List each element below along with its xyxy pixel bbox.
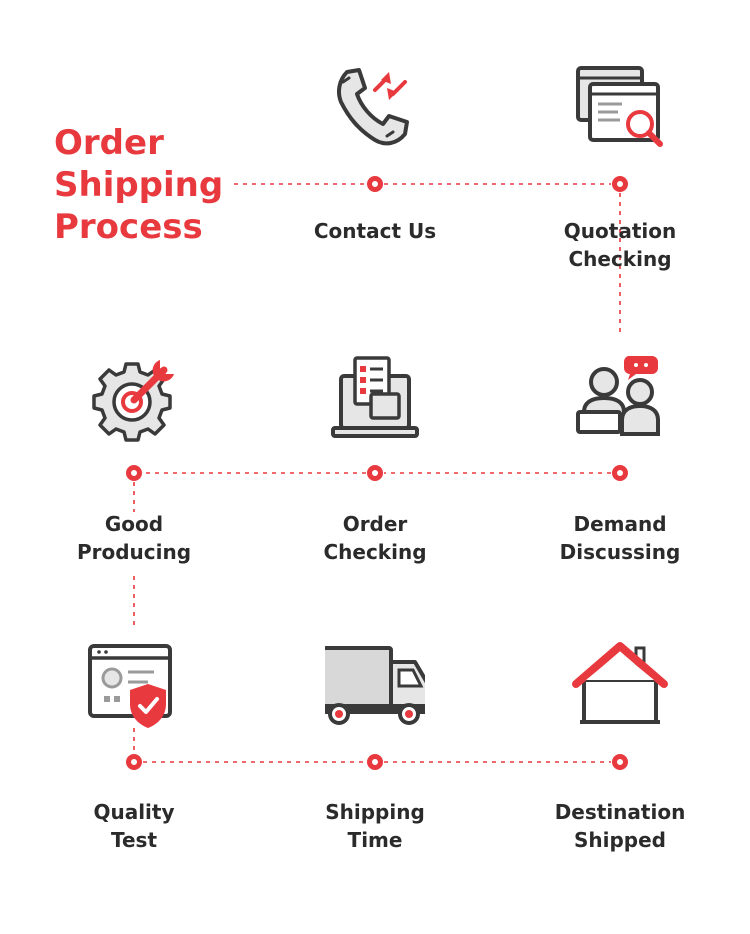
step-node-order (367, 465, 383, 481)
step-label-quality-line2: Test (110, 828, 157, 852)
step-label-order: Order Checking (285, 510, 465, 566)
step-node-quotation (612, 176, 628, 192)
step-label-demand: Demand Discussing (530, 510, 710, 566)
step-label-quality: Quality Test (44, 798, 224, 854)
step-node-quality (126, 754, 142, 770)
step-node-contact (367, 176, 383, 192)
step-label-destination: Destination Shipped (530, 798, 710, 854)
page-title: Order Shipping Process (54, 122, 223, 248)
step-label-quotation: Quotation Checking (530, 217, 710, 273)
quotation-search-icon (570, 60, 670, 160)
step-label-producing-line2: Producing (76, 540, 192, 564)
step-label-quality-line1: Quality (93, 800, 175, 824)
truck-icon (325, 640, 425, 740)
step-label-order-line1: Order (342, 512, 408, 536)
gear-wrench-icon (84, 350, 184, 450)
step-node-producing (126, 465, 142, 481)
phone-icon (325, 60, 425, 160)
step-label-demand-line2: Discussing (559, 540, 681, 564)
step-node-shipping (367, 754, 383, 770)
step-label-destination-line2: Shipped (573, 828, 666, 852)
step-label-shipping-line1: Shipping (325, 800, 425, 824)
step-label-destination-line1: Destination (554, 800, 686, 824)
step-label-producing: Good Producing (44, 510, 224, 566)
step-label-producing-line1: Good (104, 512, 164, 536)
step-label-quotation-line1: Quotation (563, 219, 677, 243)
house-icon (570, 640, 670, 740)
step-label-shipping: Shipping Time (285, 798, 465, 854)
order-laptop-icon (325, 350, 425, 450)
step-label-contact-line1: Contact Us (313, 219, 437, 243)
quality-shield-icon (84, 640, 184, 740)
step-label-shipping-line2: Time (347, 828, 403, 852)
title-line-2: Shipping (54, 165, 224, 205)
title-line-3: Process (54, 207, 203, 247)
title-line-1: Order (54, 123, 164, 163)
step-node-destination (612, 754, 628, 770)
step-label-contact: Contact Us (285, 217, 465, 245)
step-label-quotation-line2: Checking (568, 247, 672, 271)
discussion-people-icon (570, 350, 670, 450)
step-label-order-line2: Checking (323, 540, 427, 564)
step-node-demand (612, 465, 628, 481)
step-label-demand-line1: Demand (573, 512, 667, 536)
